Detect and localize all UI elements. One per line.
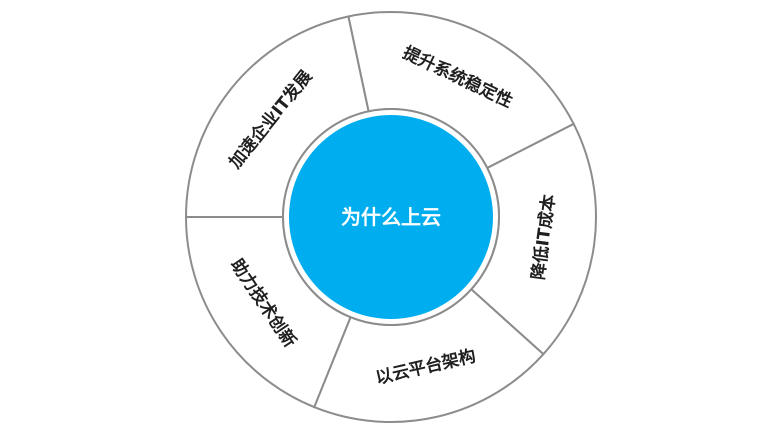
center-label: 为什么上云 [341, 205, 441, 229]
center-hub: 为什么上云 [282, 108, 500, 326]
segment-improve-stability: 提升系统稳定性 [347, 11, 576, 170]
segment-reduce-it-cost: 降低IT成本 [469, 122, 597, 356]
segment-tech-innovation: 助力技术创新 [184, 216, 352, 409]
center-circle [289, 115, 493, 319]
